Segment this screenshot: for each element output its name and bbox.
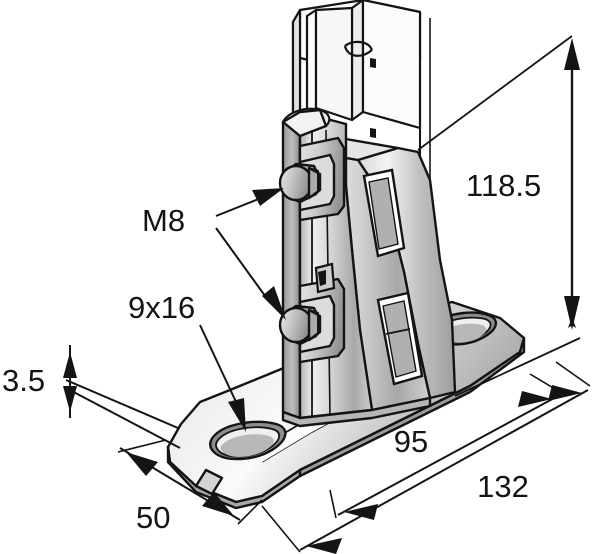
bolt-callout-label: M8 xyxy=(142,203,185,238)
thickness-dimension-label: 3.5 xyxy=(2,363,45,398)
bracket-lance-tab xyxy=(314,262,336,294)
hole-callout-leader xyxy=(199,324,246,432)
bolt-callout-leaders xyxy=(215,188,286,320)
inner-width-dimension-label: 95 xyxy=(394,424,428,459)
gusset-slot-upper xyxy=(362,168,406,258)
bolt-assembly-lower xyxy=(278,277,346,364)
overall-width-dimension xyxy=(261,361,591,554)
thickness-dimension xyxy=(63,345,181,449)
overall-width-dimension-label: 132 xyxy=(477,469,529,504)
inner-width-dimension xyxy=(329,373,561,520)
bolt-assembly-upper xyxy=(278,136,346,222)
height-dimension-label: 118.5 xyxy=(466,168,541,203)
depth-dimension-label: 50 xyxy=(136,500,170,535)
height-dimension xyxy=(417,35,581,397)
mounting-hole-left xyxy=(209,420,287,461)
depth-dimension xyxy=(117,439,263,525)
bracket-foot xyxy=(281,396,432,428)
hole-callout-label: 9x16 xyxy=(128,290,195,325)
gusset-slot-lower xyxy=(376,291,424,386)
